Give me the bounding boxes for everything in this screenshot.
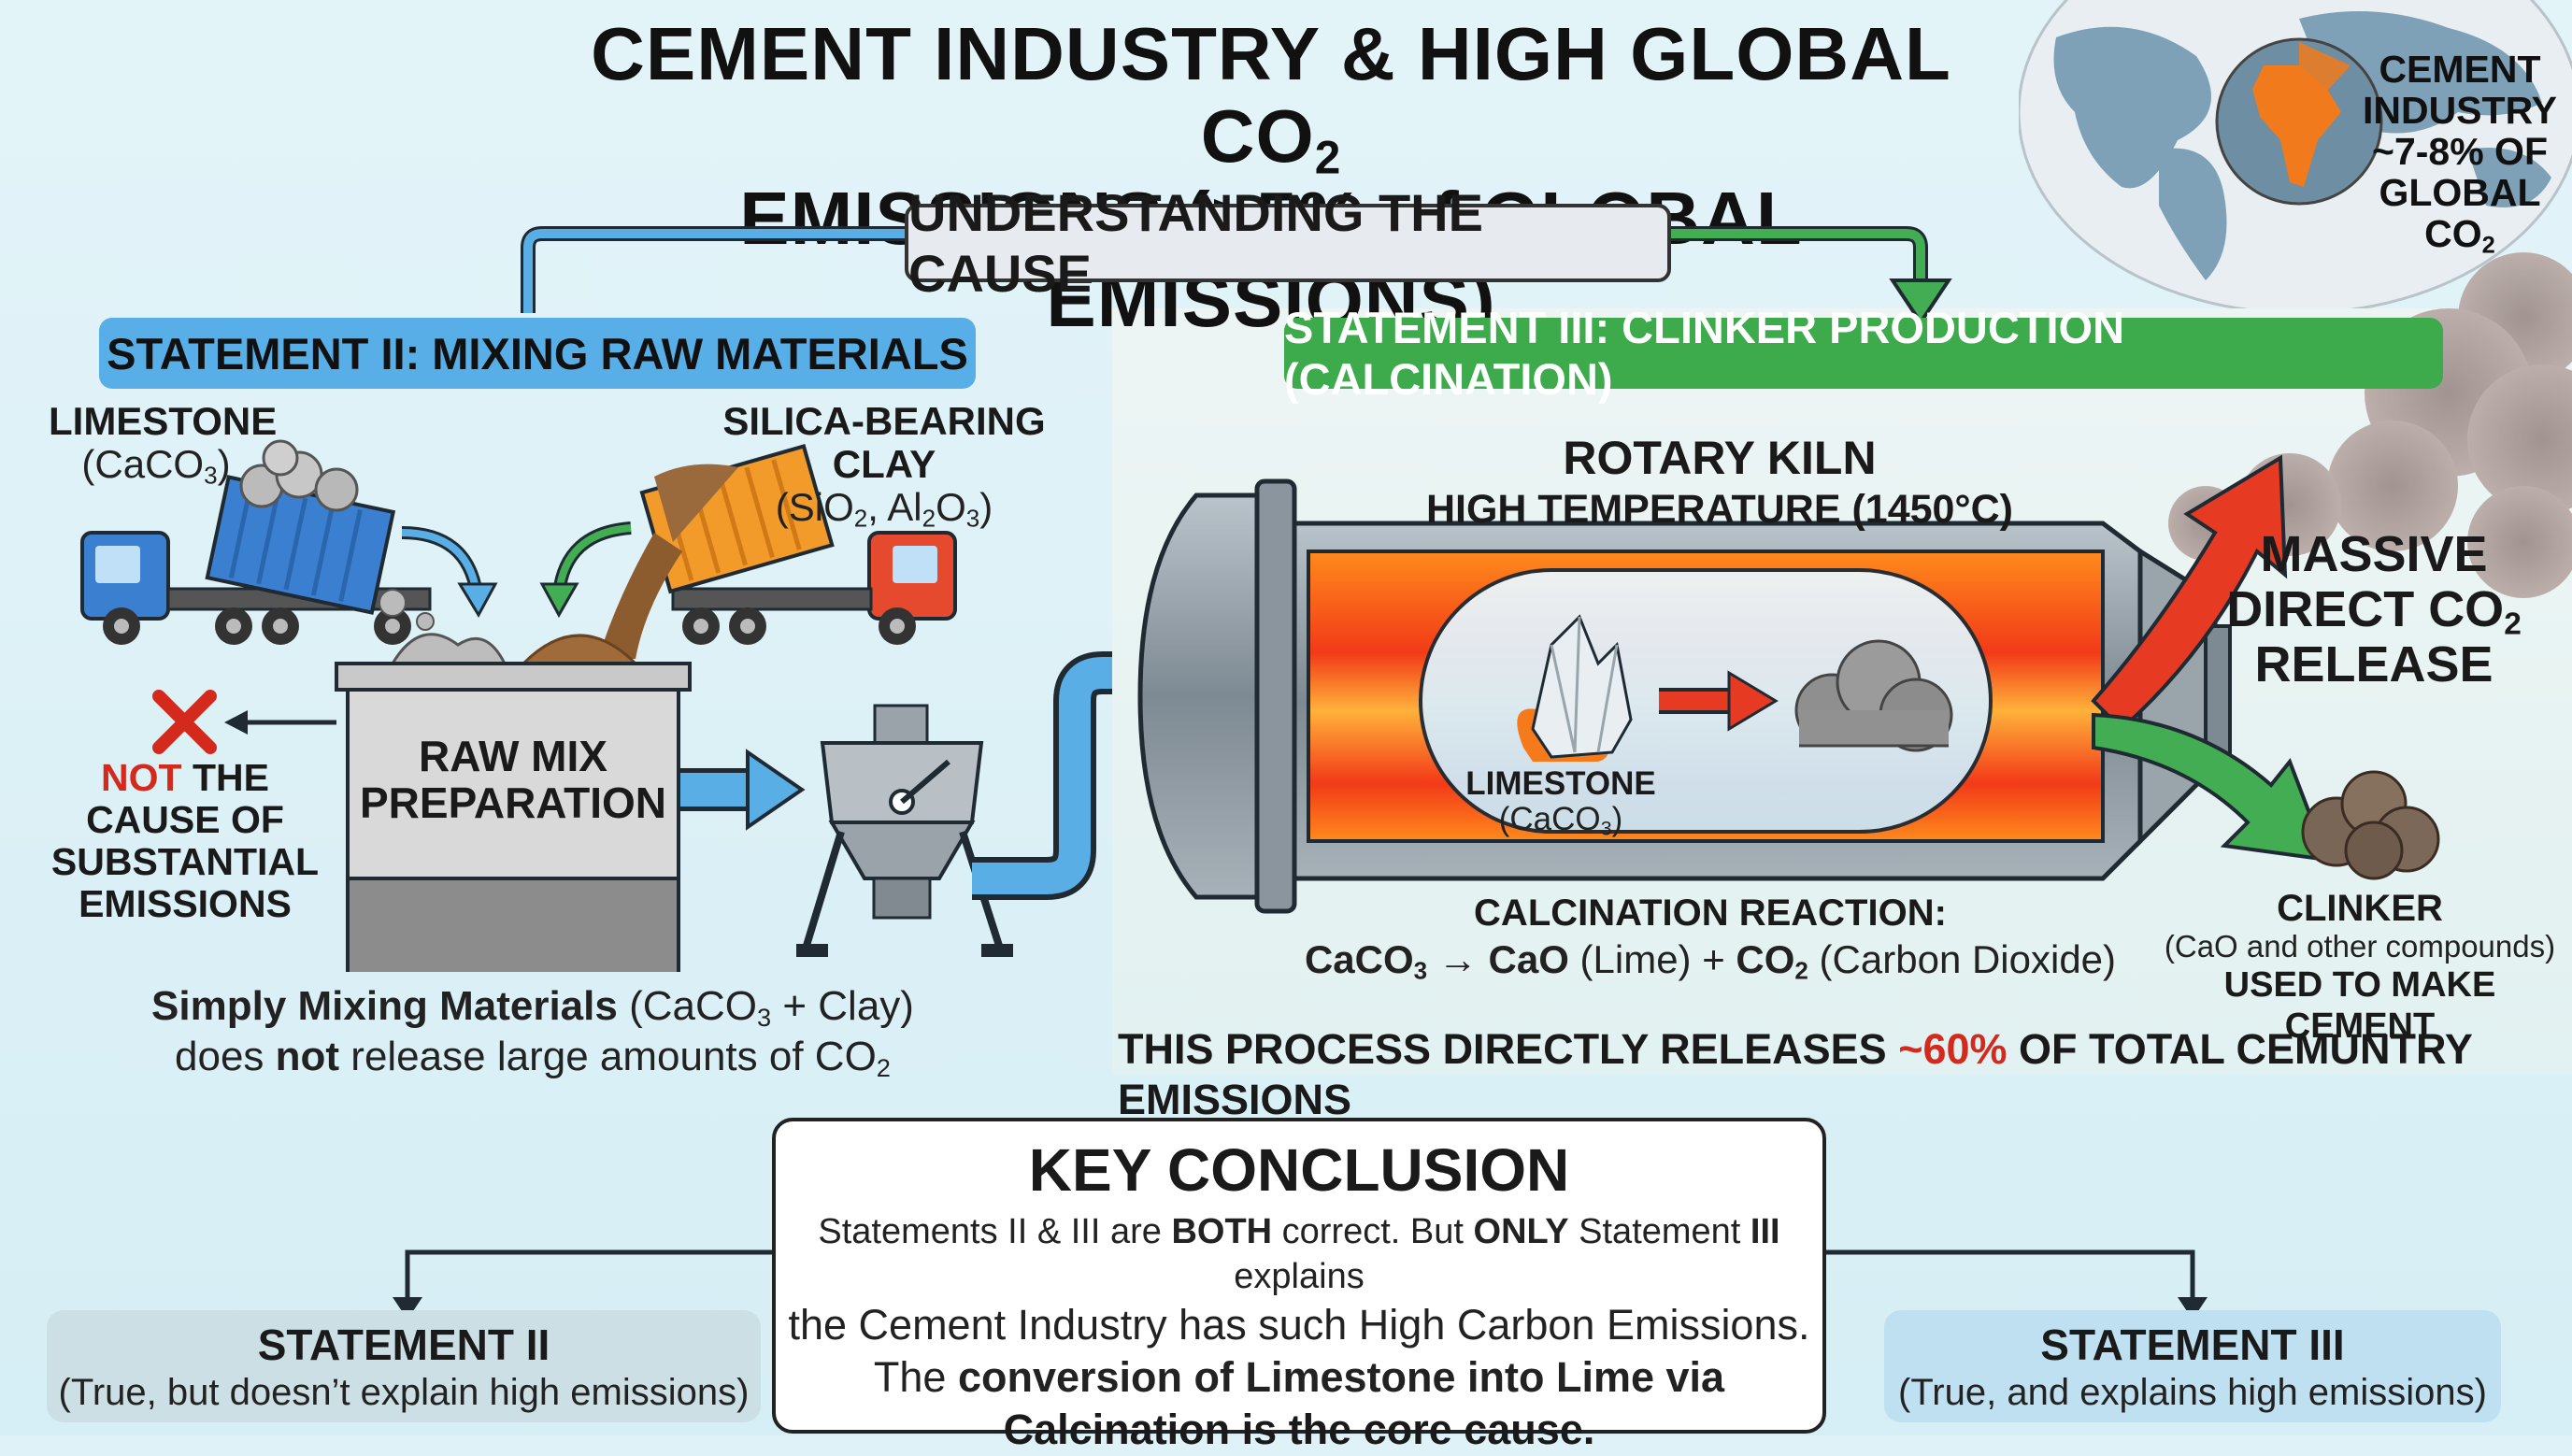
kiln-temperature: HIGH TEMPERATURE (1450°C) xyxy=(1425,487,2014,532)
conclusion-connectors xyxy=(393,1249,2208,1320)
lime-powder-icon xyxy=(1794,639,1953,752)
kiln-limestone-label: LIMESTONE (CaCO3) xyxy=(1465,765,1656,840)
statement2-header: STATEMENT II: MIXING RAW MATERIALS xyxy=(99,318,976,389)
orange-truck-icon xyxy=(598,444,957,659)
globe-label: CEMENT INDUSTRY ~7-8% OF GLOBAL CO2 xyxy=(2362,48,2558,259)
key-conclusion-line2: the Cement Industry has such High Carbon… xyxy=(788,1301,1810,1349)
mixing-illustration xyxy=(80,439,1112,972)
cause-label: UNDERSTANDING THE CAUSE xyxy=(905,183,1671,303)
limestone-crystal-icon xyxy=(1517,614,1633,762)
calcination-reaction: CALCINATION REACTION: CaCO3 → CaO (Lime)… xyxy=(1304,892,2117,985)
clinker-label: CLINKER (CaO and other compounds) USED T… xyxy=(2164,888,2556,1046)
mixer-machine-icon xyxy=(796,704,1013,957)
key-conclusion-title: KEY CONCLUSION xyxy=(1028,1136,1570,1204)
raw-mix-bin-icon xyxy=(335,633,692,972)
co2-release-label: MASSIVE DIRECT CO2 RELEASE xyxy=(2226,526,2522,692)
cause-connectors xyxy=(521,226,1952,326)
not-cause-label: NOT THE CAUSE OF SUBSTANTIAL EMISSIONS xyxy=(50,756,320,925)
kiln-title: ROTARY KILN xyxy=(1563,432,1877,484)
limestone-label: LIMESTONE (CaCO3) xyxy=(49,399,278,490)
process-emissions-note: THIS PROCESS DIRECTLY RELEASES ~60% OF T… xyxy=(1118,1025,2473,1123)
clay-label: SILICA-BEARING CLAY (SiO2, Al2O3) xyxy=(722,399,1046,533)
bottom-statement2: STATEMENT II (True, but doesn’t explain … xyxy=(47,1310,761,1422)
raw-mix-label: RAW MIX PREPARATION xyxy=(360,732,666,827)
blue-truck-icon xyxy=(80,439,432,645)
statement3-header: STATEMENT III: CLINKER PRODUCTION (CALCI… xyxy=(1284,303,2443,404)
key-conclusion-line1: Statements II & III are BOTH correct. Bu… xyxy=(818,1212,1780,1296)
bottom-statement3: STATEMENT III (True, and explains high e… xyxy=(1884,1310,2501,1422)
key-conclusion-box: KEY CONCLUSION Statements II & III are B… xyxy=(772,1118,1826,1453)
clinker-icon xyxy=(2301,770,2440,880)
globe-icon xyxy=(2019,0,2572,308)
rotary-kiln-illustration xyxy=(1137,454,2440,914)
key-conclusion-line4: Calcination is the core cause. xyxy=(1003,1406,1595,1453)
key-conclusion-line3: The conversion of Limestone into Lime vi… xyxy=(873,1353,1725,1401)
mixing-caption: Simply Mixing Materials (CaCO3 + Clay) d… xyxy=(151,983,914,1082)
